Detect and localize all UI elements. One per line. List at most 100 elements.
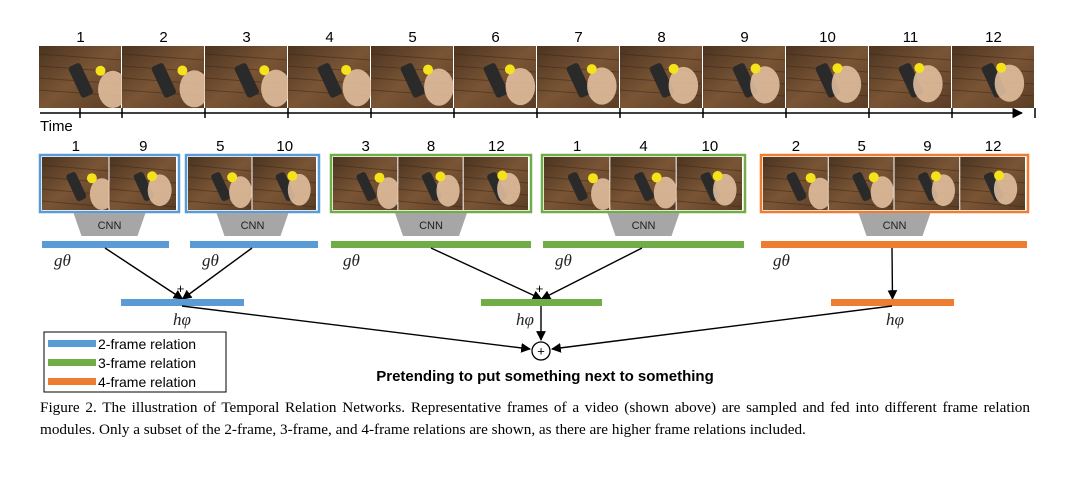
group-frame-number: 5 bbox=[216, 138, 224, 155]
relation-arrow bbox=[181, 247, 253, 300]
h-phi-aggregator-1: + hφ bbox=[104, 247, 253, 329]
timeline-frame-thumbnail bbox=[868, 46, 952, 108]
h-phi-bar bbox=[831, 299, 954, 306]
group-frame-thumbnail bbox=[543, 157, 615, 211]
timeline-frame-thumbnail bbox=[370, 46, 454, 108]
h-phi-aggregator-3: hφ bbox=[831, 247, 954, 329]
timeline-frame-strip bbox=[38, 46, 1035, 108]
timeline-frame-number: 2 bbox=[159, 29, 167, 46]
group-frame-thumbnail bbox=[332, 157, 401, 210]
timeline-frame-thumbnail bbox=[453, 46, 537, 108]
group-frame-border bbox=[540, 153, 747, 214]
g-theta-label: gθ bbox=[773, 251, 790, 270]
plus-sign: + bbox=[177, 281, 185, 296]
sum-symbol: + bbox=[537, 344, 545, 359]
timeline-frame-number: 6 bbox=[491, 29, 499, 46]
timeline-frame-number: 1 bbox=[76, 29, 84, 46]
timeline-frame-number: 9 bbox=[740, 29, 748, 46]
g-theta-label: gθ bbox=[343, 251, 360, 270]
h-phi-bar bbox=[121, 299, 244, 306]
group-frame-number: 5 bbox=[857, 138, 865, 155]
plus-sign: + bbox=[536, 281, 544, 296]
group-frame-number: 10 bbox=[276, 138, 293, 155]
group-frame-thumbnail bbox=[828, 157, 894, 210]
h-phi-aggregator-2: +hφ bbox=[430, 247, 643, 329]
group-frame-thumbnail bbox=[187, 157, 252, 210]
g-theta-bar bbox=[190, 241, 318, 248]
g-theta-bar bbox=[543, 241, 744, 248]
h-phi-label: hφ bbox=[516, 310, 534, 329]
h-phi-label: hφ bbox=[173, 310, 191, 329]
timeline-frame-number: 3 bbox=[242, 29, 250, 46]
g-theta-bar bbox=[761, 241, 1027, 248]
timeline-frame-number: 4 bbox=[325, 29, 333, 46]
group-frame-number: 9 bbox=[139, 138, 147, 155]
group-frame-number: 8 bbox=[427, 138, 435, 155]
timeline-frame-number: 5 bbox=[408, 29, 416, 46]
group-frame-thumbnail bbox=[41, 157, 114, 211]
group-frame-thumbnail bbox=[894, 157, 960, 210]
timeline-frame-thumbnail bbox=[204, 46, 291, 108]
legend-label: 2-frame relation bbox=[98, 336, 196, 352]
group-frame-number: 12 bbox=[488, 138, 505, 155]
group-frame-border bbox=[38, 153, 181, 214]
timeline-frame-number: 8 bbox=[657, 29, 665, 46]
sum-arrow bbox=[181, 305, 531, 353]
h-phi-label: hφ bbox=[886, 310, 904, 329]
cnn-label: CNN bbox=[241, 220, 265, 232]
relation-arrow bbox=[430, 247, 543, 300]
g-theta-label: gθ bbox=[555, 251, 572, 270]
timeline-frame-thumbnail bbox=[38, 46, 128, 108]
time-axis-label: Time bbox=[40, 118, 73, 135]
timeline-frame-thumbnail bbox=[536, 46, 620, 108]
sum-arrow bbox=[551, 305, 893, 353]
group-frame-number: 12 bbox=[985, 138, 1002, 155]
group-frame-border bbox=[184, 153, 321, 214]
cnn-block bbox=[216, 213, 289, 236]
group-frame-number: 1 bbox=[573, 138, 581, 155]
cnn-block bbox=[858, 213, 931, 236]
relation-arrow bbox=[104, 247, 184, 300]
timeline-frame-thumbnail bbox=[619, 46, 703, 108]
cnn-label: CNN bbox=[98, 220, 122, 232]
h-phi-bar bbox=[481, 299, 602, 306]
sum-node: + bbox=[531, 341, 551, 361]
group-frame-number: 3 bbox=[361, 138, 369, 155]
timeline-frame-thumbnail bbox=[785, 46, 869, 108]
timeline-frame-number: 11 bbox=[903, 29, 919, 46]
legend-label: 3-frame relation bbox=[98, 355, 196, 371]
group-frame-thumbnail bbox=[610, 157, 678, 210]
timeline-frame-number: 10 bbox=[819, 29, 836, 46]
group-frame-number: 1 bbox=[72, 138, 80, 155]
legend-swatch bbox=[48, 340, 96, 347]
relation-arrow bbox=[540, 247, 643, 300]
timeline-frame-thumbnail bbox=[287, 46, 373, 108]
group-frame-thumbnail bbox=[109, 157, 177, 210]
time-axis: Time bbox=[40, 107, 1036, 135]
group-frame-number: 9 bbox=[923, 138, 931, 155]
relation-arrow bbox=[887, 247, 898, 300]
cnn-block bbox=[607, 213, 680, 236]
cnn-label: CNN bbox=[632, 220, 656, 232]
group-frame-thumbnail bbox=[252, 157, 317, 210]
group-frame-thumbnail bbox=[762, 157, 832, 210]
cnn-label: CNN bbox=[419, 220, 443, 232]
g-theta-label: gθ bbox=[54, 251, 71, 270]
timeline-frame-number: 12 bbox=[985, 29, 1002, 46]
timeline-frame-thumbnail bbox=[121, 46, 210, 108]
group-frame-number: 2 bbox=[792, 138, 800, 155]
g-theta-bar bbox=[42, 241, 169, 248]
legend-swatch bbox=[48, 359, 96, 366]
cnn-label: CNN bbox=[883, 220, 907, 232]
predicted-label: Pretending to put something next to some… bbox=[376, 368, 714, 385]
group-frame-border bbox=[759, 153, 1030, 214]
